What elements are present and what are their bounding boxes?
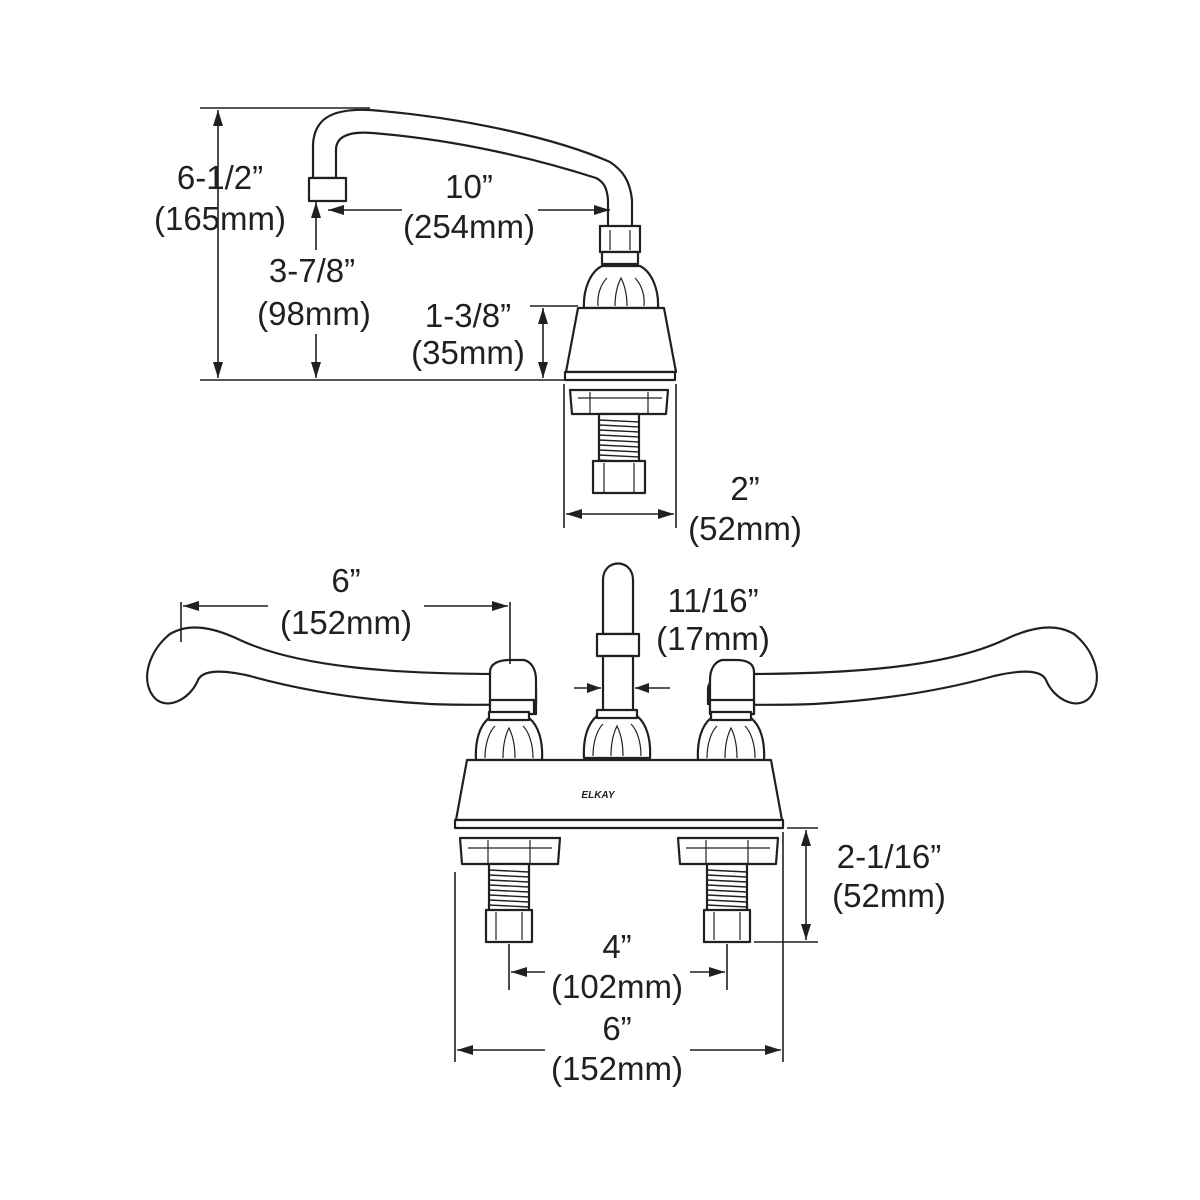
left-mounting-nut — [458, 836, 562, 944]
dimension-spout-clearance: 3-7/8” (98mm) — [257, 202, 371, 378]
handle-length-mm: (152mm) — [280, 604, 412, 641]
right-mounting-nut — [676, 836, 780, 944]
front-view: ELKAY 6” — [146, 562, 1098, 1087]
left-bonnet — [474, 710, 544, 762]
base-depth-inches: 2” — [730, 470, 759, 507]
overall-width-mm: (152mm) — [551, 1050, 683, 1087]
base-depth-mm: (52mm) — [688, 510, 802, 547]
center-spacing-inches: 4” — [602, 928, 631, 965]
front-spout — [595, 562, 641, 732]
dimension-spout-reach: 10” (254mm) — [328, 168, 610, 245]
handle-length-inches: 6” — [331, 562, 360, 599]
side-base-body — [563, 306, 678, 495]
side-view: 6-1/2” (165mm) 3-7/8” (98mm) 10” (254mm)… — [154, 107, 802, 547]
spout-reach-mm: (254mm) — [403, 208, 535, 245]
spout-diameter-mm: (17mm) — [656, 620, 770, 657]
dimension-spout-height: 6-1/2” (165mm) — [154, 107, 565, 381]
wrist-blade-handle-right — [706, 626, 1098, 716]
side-bonnet — [582, 264, 660, 310]
dimension-spout-diameter: 11/16” (17mm) — [574, 582, 770, 696]
dimension-base-depth: 2” (52mm) — [563, 384, 802, 547]
right-bonnet — [696, 710, 766, 762]
dimension-shank-length: 2-1/16” (52mm) — [754, 827, 946, 943]
deck-height-mm: (35mm) — [411, 334, 525, 371]
spout-height-inches: 6-1/2” — [177, 159, 263, 196]
overall-width-inches: 6” — [602, 1010, 631, 1047]
spout-side-profile — [307, 108, 642, 266]
spout-height-mm: (165mm) — [154, 200, 286, 237]
spout-bonnet — [582, 708, 652, 760]
center-spacing-mm: (102mm) — [551, 968, 683, 1005]
spout-diameter-inches: 11/16” — [667, 582, 758, 619]
spout-clearance-mm: (98mm) — [257, 295, 371, 332]
shank-length-mm: (52mm) — [832, 877, 946, 914]
dimension-deck-height: 1-3/8” (35mm) — [411, 297, 578, 378]
wrist-blade-handle-left — [146, 626, 538, 716]
spout-reach-inches: 10” — [445, 168, 493, 205]
front-base-body: ELKAY — [453, 758, 785, 830]
shank-length-inches: 2-1/16” — [837, 838, 942, 875]
dimension-center-spacing: 4” (102mm) — [508, 928, 728, 1005]
deck-height-inches: 1-3/8” — [425, 297, 511, 334]
dimension-overall-width: 6” (152mm) — [454, 832, 784, 1087]
dimension-handle-length: 6” (152mm) — [180, 562, 511, 664]
brand-logo: ELKAY — [581, 790, 615, 801]
spout-clearance-inches: 3-7/8” — [269, 252, 355, 289]
